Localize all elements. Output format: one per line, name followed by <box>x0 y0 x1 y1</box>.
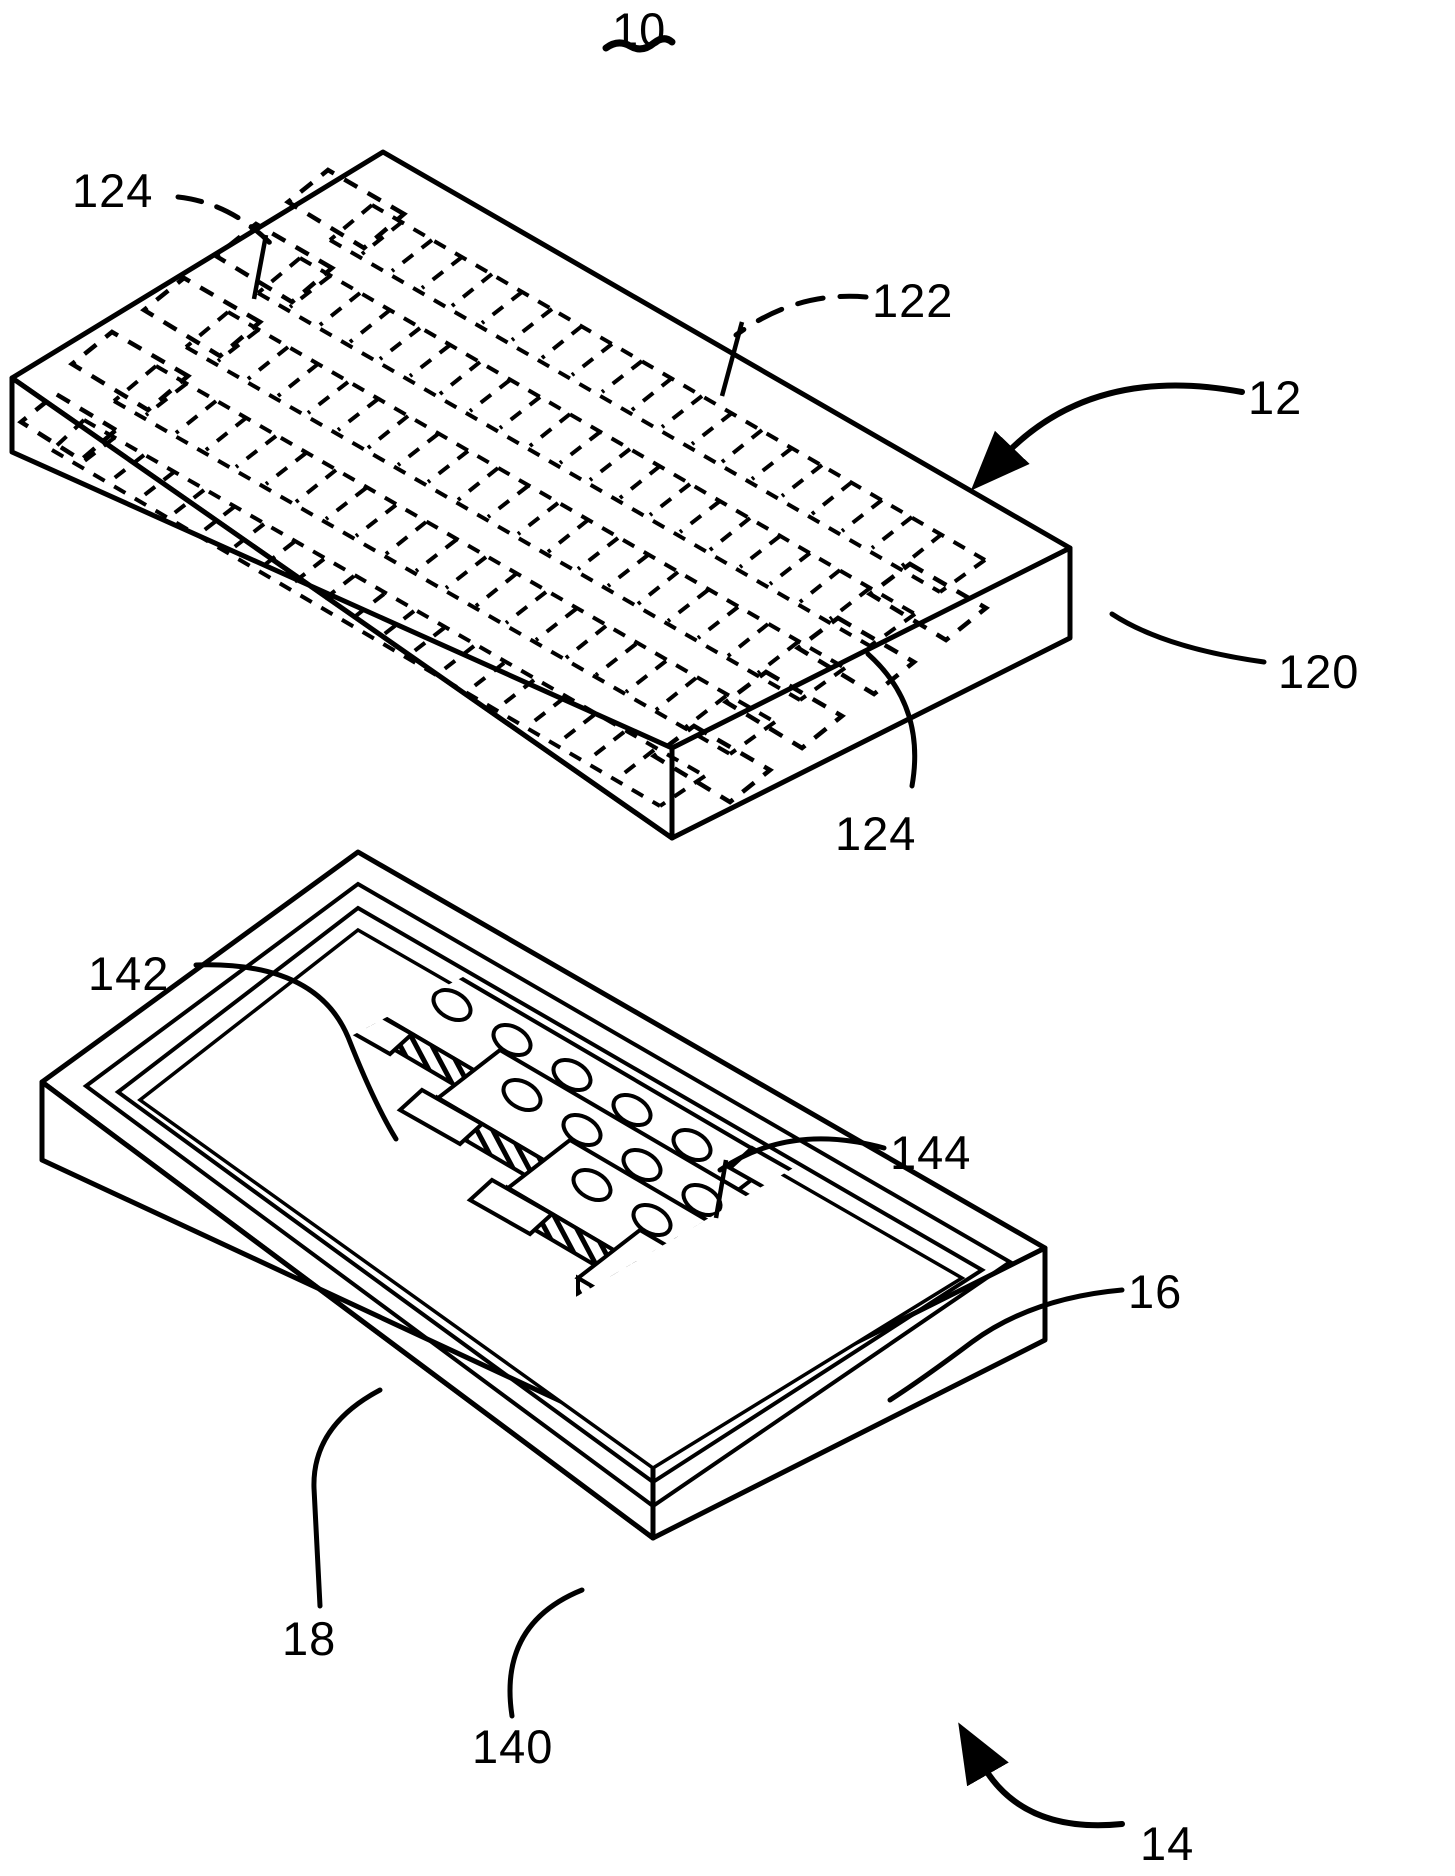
groove-row-4 <box>112 364 777 756</box>
groove-row-2 <box>256 256 917 648</box>
leader-14 <box>958 1722 1125 1829</box>
leader-18 <box>311 1387 383 1609</box>
leader-140 <box>507 1587 585 1719</box>
ref-label-16: 16 <box>1128 1265 1183 1318</box>
plate-front-face <box>9 375 675 841</box>
ref-label-124-top: 124 <box>72 164 154 217</box>
leader-16 <box>887 1287 1125 1403</box>
ref-label-124-bottom: 124 <box>835 807 917 860</box>
groove-row-5 <box>50 418 707 808</box>
ref-label-18: 18 <box>282 1612 337 1665</box>
ref-label-12: 12 <box>1248 371 1303 424</box>
tray-rim-inner-2 <box>114 905 986 1485</box>
lower-base-tray <box>39 849 1125 1829</box>
tray-rim-inner-1 <box>82 881 1014 1509</box>
end-pockets-124 <box>17 167 990 805</box>
ref-label-120: 120 <box>1278 645 1360 698</box>
leader-122 <box>719 293 869 397</box>
ref-label-144: 144 <box>890 1126 972 1179</box>
ref-label-140: 140 <box>472 1720 554 1773</box>
groove-row-3 <box>184 310 847 702</box>
leader-144 <box>713 1136 887 1219</box>
ref-label-142: 142 <box>88 947 170 1000</box>
upper-cover-plate <box>9 149 1267 841</box>
leader-124-bottom <box>865 651 918 789</box>
groove-row-1 <box>328 203 987 594</box>
title-underline <box>602 35 676 53</box>
leader-142 <box>193 962 399 1142</box>
ref-label-122: 122 <box>872 274 954 327</box>
leader-124-top <box>175 194 277 300</box>
groove-rows <box>50 203 987 808</box>
leader-12 <box>970 382 1245 491</box>
ref-label-14: 14 <box>1140 1817 1195 1870</box>
ref-label-10: 10 <box>612 3 667 56</box>
leader-120 <box>1109 611 1267 665</box>
